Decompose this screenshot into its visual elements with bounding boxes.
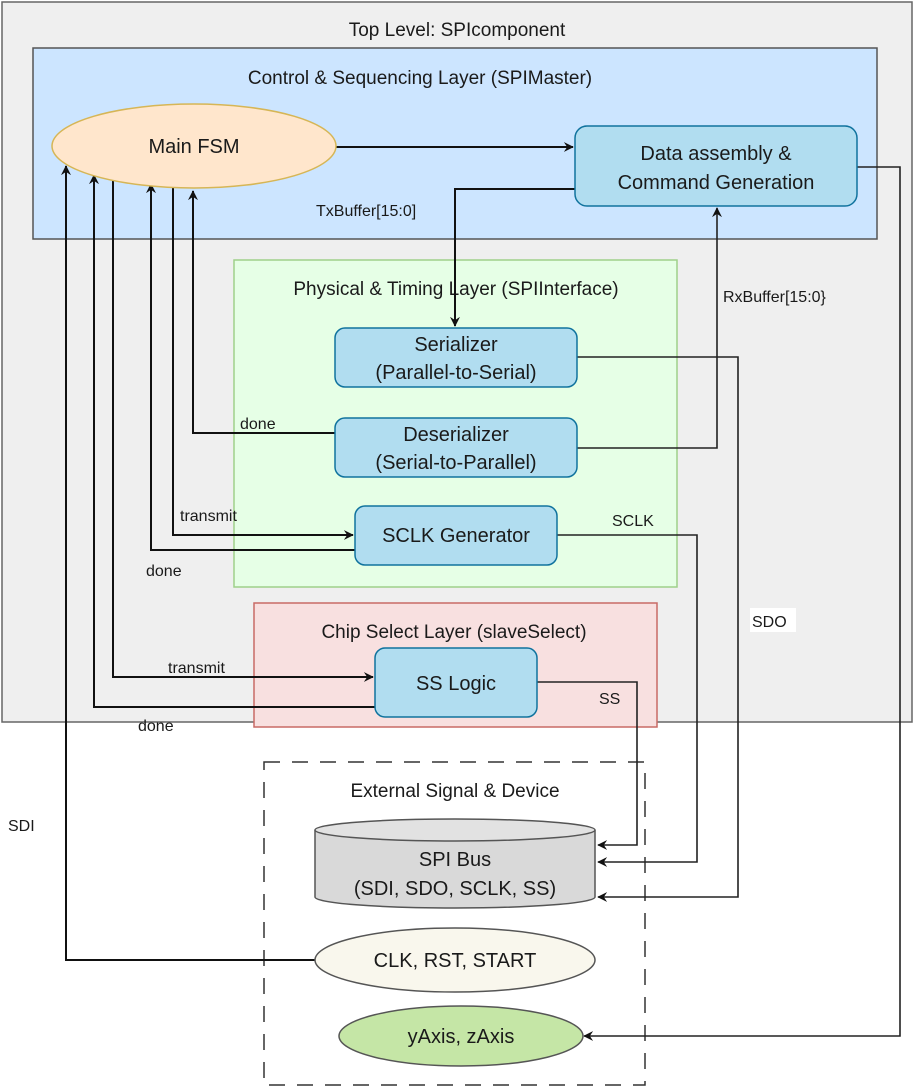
main-fsm-node[interactable]: Main FSM: [51, 103, 337, 189]
rxbuffer-label: RxBuffer[15:0}: [723, 289, 827, 306]
sdi-label: SDI: [8, 818, 35, 835]
transmit-ss-label: transmit: [168, 660, 225, 677]
chip-select-layer-title: Chip Select Layer (slaveSelect): [321, 622, 586, 643]
data-to-axis-wire: [583, 166, 901, 1041]
sclk-generator-shape: [354, 505, 558, 566]
main-fsm-shape: [51, 103, 337, 189]
clk-rst-start-shape: [314, 927, 596, 993]
control-layer-title: Control & Sequencing Layer (SPIMaster): [248, 68, 592, 89]
done-deserializer-label: done: [240, 416, 276, 433]
y-z-axis-label: yAxis, zAxis: [408, 1026, 515, 1048]
clk-rst-start-node[interactable]: CLK, RST, START: [314, 927, 596, 993]
serializer-node[interactable]: Serializer (Parallel-to-Serial): [334, 327, 578, 388]
done-ss-label: done: [138, 718, 174, 735]
sclk-wire: [557, 534, 698, 867]
transmit-sclk-wire: [172, 188, 354, 540]
deserializer-node[interactable]: Deserializer (Serial-to-Parallel): [334, 417, 578, 478]
txbuffer-label: TxBuffer[15:0]: [316, 203, 416, 220]
sdo-wire: [577, 356, 739, 902]
sclk-generator-label: SCLK Generator: [382, 525, 530, 547]
ss-logic-node[interactable]: SS Logic: [374, 647, 538, 718]
spi-bus-body: [314, 830, 596, 909]
ss-wire: [537, 681, 638, 850]
serializer-shape: [334, 327, 578, 388]
data-assembly-line2: Command Generation: [618, 172, 815, 194]
serializer-line2: (Parallel-to-Serial): [375, 362, 536, 384]
txbuffer-wire: [450, 188, 575, 327]
sclk-label: SCLK: [612, 513, 654, 530]
external-title: External Signal & Device: [350, 781, 559, 802]
done-ss-wire: [89, 174, 375, 708]
done-sclk-wire: [146, 183, 355, 551]
main-fsm-label: Main FSM: [148, 136, 239, 158]
external-box: [263, 761, 646, 1086]
external-container: External Signal & Device: [263, 761, 646, 1086]
clk-rst-start-wire: [61, 165, 315, 961]
data-assembly-shape: [574, 125, 858, 207]
data-assembly-node[interactable]: Data assembly & Command Generation: [574, 125, 858, 207]
data-assembly-line1: Data assembly &: [640, 143, 792, 165]
top-level-title: Top Level: SPIcomponent: [349, 20, 566, 41]
deserializer-line2: (Serial-to-Parallel): [375, 452, 536, 474]
rxbuffer-wire: [577, 207, 722, 449]
transmit-ss-wire: [112, 180, 374, 682]
spi-bus-line1: SPI Bus: [419, 849, 491, 871]
ss-logic-label: SS Logic: [416, 673, 496, 695]
y-z-axis-shape: [338, 1005, 584, 1067]
clk-rst-start-label: CLK, RST, START: [374, 950, 537, 972]
deserializer-shape: [334, 417, 578, 478]
sclk-generator-node[interactable]: SCLK Generator: [354, 505, 558, 566]
sdo-label-bg: [750, 608, 796, 632]
spi-bus-top: [314, 818, 596, 842]
spi-bus-node[interactable]: SPI Bus (SDI, SDO, SCLK, SS): [314, 818, 596, 909]
spi-bus-line2: (SDI, SDO, SCLK, SS): [354, 878, 556, 900]
done-deserializer-wire: [188, 190, 335, 434]
transmit-sclk-label: transmit: [180, 508, 237, 525]
sdo-label: SDO: [752, 614, 787, 631]
sdi-label-bg: [6, 812, 46, 836]
done-sclk-label: done: [146, 563, 182, 580]
deserializer-line1: Deserializer: [403, 424, 509, 446]
y-z-axis-node[interactable]: yAxis, zAxis: [338, 1005, 584, 1067]
ss-logic-shape: [374, 647, 538, 718]
ss-label: SS: [599, 691, 620, 708]
serializer-line1: Serializer: [414, 334, 498, 356]
